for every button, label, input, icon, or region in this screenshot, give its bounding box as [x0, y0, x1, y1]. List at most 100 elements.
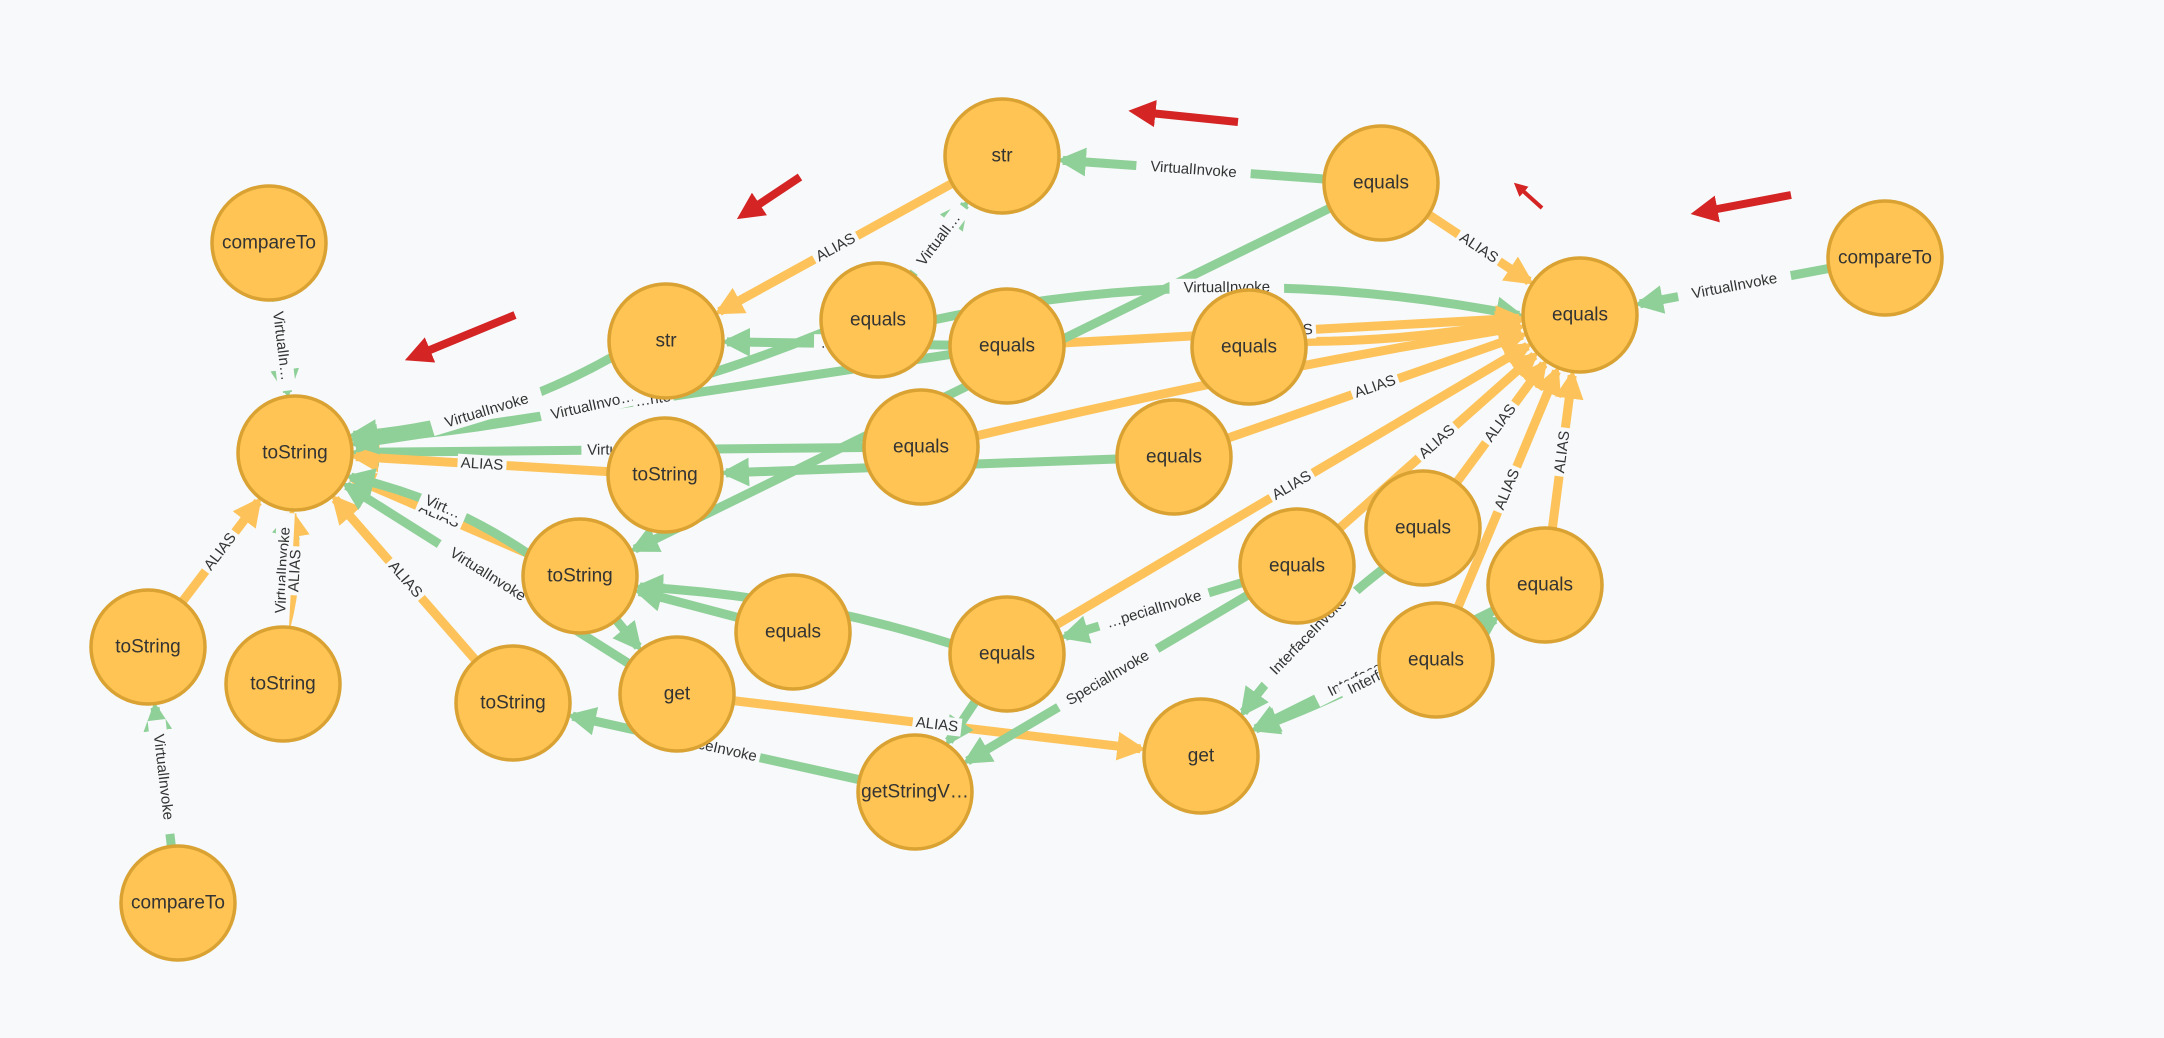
- node-circle[interactable]: [1364, 469, 1482, 587]
- node-circle[interactable]: [1115, 398, 1233, 516]
- node-circle[interactable]: [119, 844, 237, 962]
- node-label: equals: [1408, 650, 1464, 671]
- node-circle[interactable]: [606, 416, 724, 534]
- graph-node-get[interactable]: get: [618, 635, 736, 753]
- edge-label-group: ALIAS: [382, 555, 429, 604]
- edge-label: VirtualInvoke: [150, 733, 177, 821]
- graph-node-equals[interactable]: equals: [819, 261, 937, 379]
- graph-node-str[interactable]: str: [607, 282, 725, 400]
- graph-node-str[interactable]: str: [943, 97, 1061, 215]
- node-circle[interactable]: [89, 588, 207, 706]
- node-circle[interactable]: [618, 635, 736, 753]
- node-circle[interactable]: [1322, 124, 1440, 242]
- edge-label: VirtualI…: [913, 210, 964, 269]
- node-label: equals: [850, 310, 906, 331]
- edge-label-background: [434, 536, 541, 613]
- node-circle[interactable]: [1486, 526, 1604, 644]
- edge-invoke[interactable]: [945, 698, 980, 747]
- graph-node-compareto[interactable]: compareTo: [1826, 199, 1944, 317]
- graph-node-get[interactable]: get: [1142, 697, 1260, 815]
- node-label: equals: [1269, 556, 1325, 577]
- graph-node-equals[interactable]: equals: [734, 573, 852, 691]
- edge-label-group: ALIAS: [1266, 465, 1318, 506]
- node-circle[interactable]: [521, 517, 639, 635]
- edge-label: ALIAS: [813, 230, 858, 265]
- graph-node-equals[interactable]: equals: [1322, 124, 1440, 242]
- edge-label-background: [270, 512, 295, 628]
- edge-label-background: [809, 227, 862, 268]
- edge-label-background: [911, 712, 963, 737]
- edge-label: ALIAS: [1269, 467, 1314, 503]
- edge-label-background: [267, 300, 297, 392]
- annotation-arrow: [736, 173, 803, 220]
- node-circle[interactable]: [1190, 288, 1308, 406]
- edge-label-background: [457, 453, 507, 475]
- edge-label-background: [906, 201, 971, 278]
- graph-node-equals[interactable]: equals: [948, 595, 1066, 713]
- node-circle[interactable]: [1377, 601, 1495, 719]
- edge-alias[interactable]: [1305, 311, 1525, 347]
- edge-label-group: VirtualInvoke: [1676, 266, 1793, 306]
- graph-node-equals[interactable]: equals: [1521, 256, 1639, 374]
- node-circle[interactable]: [862, 388, 980, 506]
- node-circle[interactable]: [856, 733, 974, 851]
- edge-label: ALIAS: [285, 549, 304, 592]
- graph-node-tostring[interactable]: toString: [236, 394, 354, 512]
- graph-node-tostring[interactable]: toString: [606, 416, 724, 534]
- node-circle[interactable]: [454, 644, 572, 762]
- node-circle[interactable]: [1826, 199, 1944, 317]
- graph-node-equals[interactable]: equals: [862, 388, 980, 506]
- graph-node-tostring[interactable]: toString: [454, 644, 572, 762]
- graph-node-equals[interactable]: equals: [1238, 507, 1356, 625]
- graph-node-equals[interactable]: equals: [1190, 288, 1308, 406]
- edge-label-group: ALIAS: [911, 712, 963, 737]
- graph-node-equals[interactable]: equals: [948, 287, 1066, 405]
- node-circle[interactable]: [607, 282, 725, 400]
- edge-label-background: [1550, 426, 1575, 478]
- graph-node-equals[interactable]: equals: [1377, 601, 1495, 719]
- edge-label-group: ALIAS: [1453, 226, 1505, 269]
- graph-node-equals[interactable]: equals: [1115, 398, 1233, 516]
- graph-node-tostring[interactable]: toString: [89, 588, 207, 706]
- edge-label-group: ALIAS: [1489, 463, 1525, 516]
- edge-invoke[interactable]: [612, 617, 642, 652]
- node-circle[interactable]: [948, 287, 1066, 405]
- node-circle[interactable]: [236, 394, 354, 512]
- graph-node-tostring[interactable]: toString: [521, 517, 639, 635]
- node-circle[interactable]: [210, 184, 328, 302]
- node-label: equals: [1146, 447, 1202, 468]
- node-circle[interactable]: [948, 595, 1066, 713]
- edge-label: ALIAS: [1551, 430, 1573, 474]
- graph-node-equals[interactable]: equals: [1364, 469, 1482, 587]
- graph-node-getstringv[interactable]: getStringV…: [856, 733, 974, 851]
- node-label: equals: [979, 644, 1035, 665]
- node-label: equals: [1395, 518, 1451, 539]
- node-circle[interactable]: [224, 625, 342, 743]
- graph-node-compareto[interactable]: compareTo: [210, 184, 328, 302]
- edge-label-group: ALIAS: [198, 526, 243, 577]
- edge-label-group: VirtualI…: [906, 201, 971, 278]
- annotation-arrow: [404, 311, 517, 363]
- edge-label: ALIAS: [915, 714, 959, 736]
- node-circle[interactable]: [1142, 697, 1260, 815]
- node-circle[interactable]: [1521, 256, 1639, 374]
- node-label: toString: [480, 693, 545, 714]
- node-circle[interactable]: [943, 97, 1061, 215]
- graph-node-equals[interactable]: equals: [1486, 526, 1604, 644]
- edge-label: ALIAS: [1352, 372, 1398, 402]
- graph-node-tostring[interactable]: toString: [224, 625, 342, 743]
- node-label: str: [991, 146, 1013, 167]
- node-label: equals: [1517, 575, 1573, 596]
- edge-label-background: [1096, 584, 1212, 635]
- edge-label: ALIAS: [385, 558, 426, 601]
- edge-label-group: SpecialInvoke: [1053, 641, 1162, 715]
- node-circle[interactable]: [734, 573, 852, 691]
- graph-node-compareto[interactable]: compareTo: [119, 844, 237, 962]
- node-circle[interactable]: [1238, 507, 1356, 625]
- node-label: equals: [893, 437, 949, 458]
- node-label: get: [1188, 746, 1215, 767]
- edge-label: VirtualInvo…: [549, 388, 636, 424]
- edge-label-background: [284, 545, 306, 596]
- node-circle[interactable]: [819, 261, 937, 379]
